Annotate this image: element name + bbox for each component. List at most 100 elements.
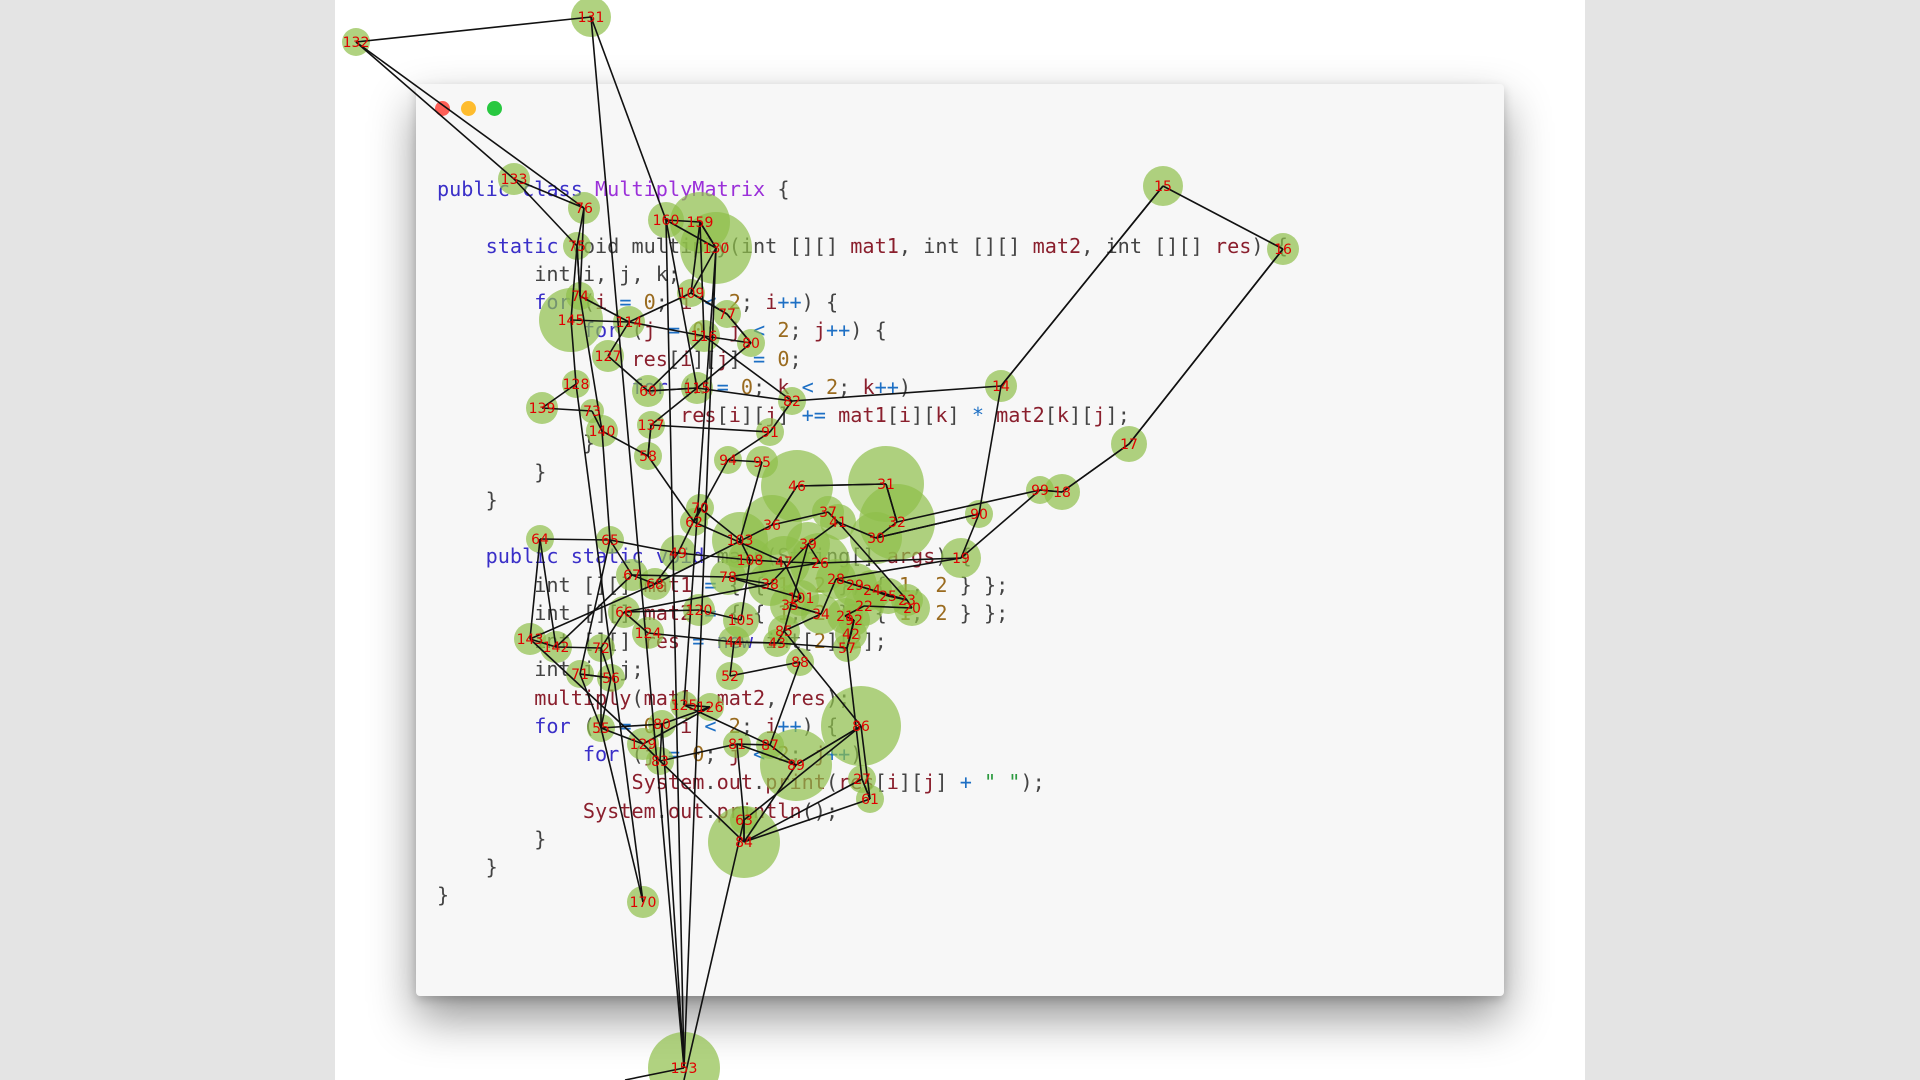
fixation-label: 46 (788, 479, 806, 495)
code-token: ; (789, 346, 802, 371)
fixation-label: 137 (638, 418, 665, 434)
scanpath-segment (665, 219, 698, 389)
fixation-label: 67 (623, 568, 641, 584)
fixation-label: 25 (879, 589, 897, 605)
scanpath-segment (539, 538, 611, 541)
code-token: [ (667, 346, 681, 371)
code-token: for (582, 742, 620, 766)
fixation-label: 139 (529, 401, 556, 417)
code-token: ; (740, 713, 766, 738)
scanpath-segment (875, 513, 980, 539)
scanpath-segment (579, 673, 612, 679)
code-token: } }; (947, 572, 1009, 597)
fixation-label: 99 (1031, 483, 1049, 499)
code-token: 0 (643, 290, 656, 314)
scanpath-segment (647, 424, 652, 457)
minimize-window-button[interactable] (461, 101, 476, 116)
scanpath-segment (607, 321, 630, 357)
fixation-label: 74 (571, 289, 589, 305)
fixation-label: 82 (783, 394, 801, 410)
scanpath-segment (699, 507, 741, 541)
scanpath-segment (555, 646, 602, 649)
scanpath-segment (659, 723, 663, 762)
fixation-label: 84 (735, 835, 753, 851)
code-token: } (437, 883, 450, 908)
scanpath-segment (783, 613, 822, 632)
fixation-label: 78 (719, 570, 737, 586)
scanpath-segment (783, 561, 802, 599)
maximize-window-button[interactable] (487, 101, 502, 116)
code-token: public (437, 177, 510, 201)
scanpath-segment (529, 538, 541, 640)
fixation-label: 72 (592, 641, 610, 657)
code-line: } (437, 825, 1288, 853)
code-token: ); (1020, 770, 1045, 795)
fixation-label: 76 (575, 201, 593, 217)
code-token: i (765, 290, 778, 314)
fixation-label: 47 (775, 555, 793, 571)
scanpath-segment (579, 295, 630, 323)
scanpath-segment (740, 559, 751, 621)
fixation-label: 73 (583, 404, 601, 420)
scanpath-segment (690, 221, 701, 294)
scanpath-segment (726, 313, 752, 344)
fixation-label: 115 (684, 381, 711, 397)
scanpath-segment (819, 557, 962, 564)
fixation-label: 126 (697, 700, 724, 716)
scanpath-segment (789, 604, 822, 615)
scanpath-segment (631, 574, 729, 578)
code-token: k (1056, 403, 1070, 427)
scanpath-segment (729, 661, 801, 677)
fixation-label: 91 (761, 425, 779, 441)
scanpath-segment (355, 16, 592, 43)
code-token: out (667, 798, 705, 823)
fixation-label: 108 (737, 553, 764, 569)
scanpath-segment (647, 455, 695, 523)
scanpath-segment (541, 383, 577, 409)
scanpath-segment (827, 511, 839, 523)
scanpath-segment (860, 725, 871, 800)
scanpath-segment (771, 511, 829, 526)
code-line: int i, j, k; (437, 260, 1288, 288)
code-token: 2 (825, 374, 839, 399)
code-token: , int [][] (1081, 233, 1215, 258)
fixation-label: 43 (768, 636, 786, 652)
fixation-label: 70 (691, 501, 709, 517)
code-token: k (935, 403, 948, 427)
scanpath-segment (677, 552, 751, 561)
scanpath-segment (693, 459, 729, 523)
scanpath-segment (795, 725, 862, 766)
code-token: mat2 (716, 685, 766, 710)
fixation-label: 21 (836, 609, 854, 625)
close-window-button[interactable] (435, 101, 450, 116)
scanpath-segment (579, 673, 602, 729)
scanpath-segment (647, 387, 698, 392)
scanpath-segment (727, 431, 771, 461)
scanpath-segment (600, 727, 644, 903)
code-token: k (862, 374, 875, 399)
fixation-label: 92 (845, 613, 863, 629)
fixation-label: 18 (1053, 485, 1071, 501)
scanpath-segment (850, 619, 855, 635)
scanpath-segment (727, 562, 821, 578)
code-line: public class MultiplyMatrix { (437, 175, 1288, 203)
code-token: mat1 (838, 403, 887, 427)
scanpath-segment (875, 521, 898, 539)
fixation-label: 66 (615, 605, 633, 621)
code-token: mat2 (996, 403, 1045, 427)
fixation-label: 80 (742, 336, 760, 352)
code-token: [ (886, 403, 899, 427)
code-token: 2 (777, 318, 790, 343)
scanpath-segment (624, 1067, 685, 1080)
fixation-label: 38 (761, 577, 779, 593)
scanpath-segment (1039, 489, 1063, 493)
scanpath-segment (529, 638, 557, 648)
scanpath-segment (661, 706, 711, 725)
fixation-label: 49 (669, 546, 687, 562)
fixation-label: 55 (592, 721, 610, 737)
scanpath-segment (570, 245, 578, 321)
code-token: j (923, 770, 936, 795)
scanpath-segment (683, 247, 717, 706)
scanpath-segment (727, 576, 771, 585)
scanpath-segment (861, 778, 871, 800)
